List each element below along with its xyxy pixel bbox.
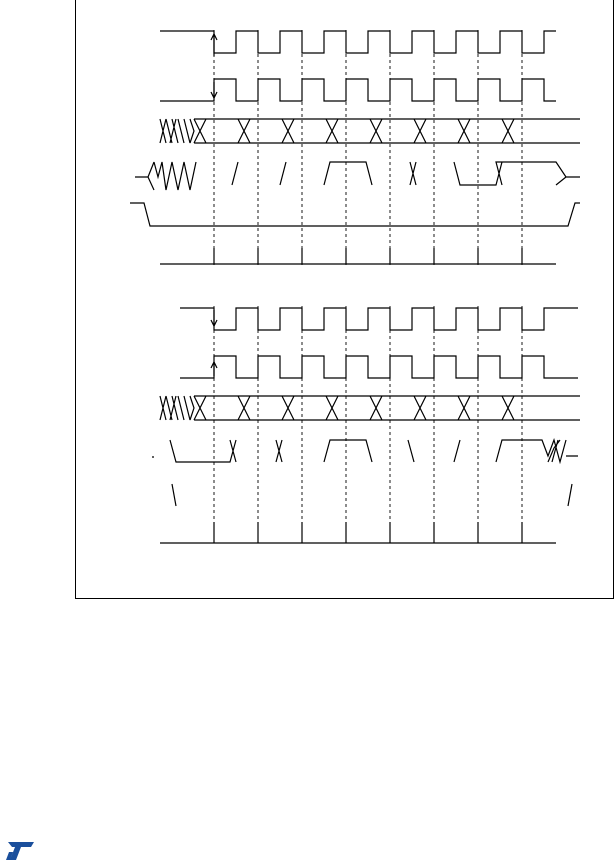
- bus-undefined-region: [159, 118, 195, 144]
- data-bus-2: [193, 395, 580, 421]
- data-line-2: [152, 438, 578, 465]
- st-logo-icon: ST: [4, 840, 34, 860]
- data-line-1a: [135, 161, 197, 191]
- arrow-down-marker: [210, 82, 218, 100]
- clock-signal-4: [180, 355, 578, 379]
- data-bus-1: [193, 118, 580, 144]
- clock-edge-markers: [213, 30, 523, 545]
- waveforms: [130, 30, 580, 544]
- arrow-up-marker: [210, 32, 218, 56]
- clock-signal-3: [180, 307, 578, 331]
- data-line-1b: [231, 161, 580, 186]
- clock-signal-1: [160, 30, 556, 54]
- clock-signal-2: [160, 78, 556, 102]
- enable-line-1: [130, 202, 580, 227]
- logo-text: ST: [4, 840, 6, 841]
- arrow-up-marker: [210, 360, 218, 376]
- arrow-down-marker: [210, 310, 218, 328]
- bus-undefined-region: [159, 395, 195, 421]
- enable-line-2: [171, 483, 573, 507]
